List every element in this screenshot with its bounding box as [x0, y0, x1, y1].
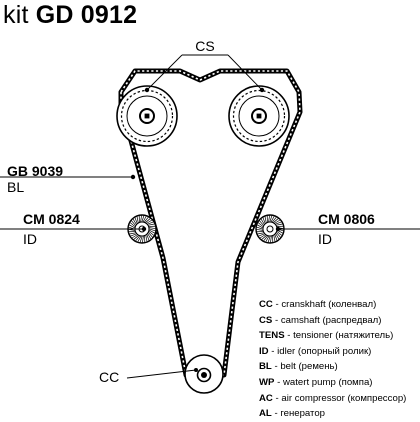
legend-code: WP	[259, 377, 274, 388]
legend-text: - watert pump (помпа)	[274, 377, 372, 388]
legend-code: CC	[259, 299, 273, 310]
idler-right-part-number: CM 0806	[318, 211, 375, 227]
legend-text: - air compressor (компрессор)	[273, 393, 407, 404]
legend-code: ID	[259, 346, 269, 357]
idler-right-type-label: ID	[318, 231, 332, 247]
camshaft-pulley-right	[229, 86, 289, 146]
legend-text: - belt (ремень)	[272, 361, 338, 372]
belt-callout: GB 9039 BL	[0, 163, 135, 195]
idler-right-callout: CM 0806 ID	[276, 211, 420, 247]
crankshaft-label: CC	[99, 369, 119, 385]
legend-row: ID - idler (опорный ролик)	[259, 344, 420, 360]
crankshaft-pulley	[185, 355, 223, 393]
legend-code: AC	[259, 393, 273, 404]
camshaft-pulley-left	[117, 86, 177, 146]
legend-row: CC - cranskhaft (коленвал)	[259, 297, 420, 313]
legend-row: AL - генератор	[259, 406, 420, 422]
idler-left-callout: CM 0824 ID	[0, 211, 146, 247]
camshaft-label: CS	[195, 38, 214, 54]
legend-row: AC - air compressor (компрессор)	[259, 391, 420, 407]
legend-row: WP - watert pump (помпа)	[259, 375, 420, 391]
belt-type-label: BL	[7, 179, 24, 195]
legend-text: - camshaft (распредвал)	[272, 315, 381, 326]
idler-left-part-number: CM 0824	[23, 211, 80, 227]
legend-code: TENS	[259, 330, 285, 341]
legend: CC - cranskhaft (коленвал) CS - camshaft…	[259, 297, 420, 422]
idler-left-type-label: ID	[23, 231, 37, 247]
legend-text: - idler (опорный ролик)	[269, 346, 372, 357]
legend-text: - tensioner (натяжитель)	[285, 330, 394, 341]
legend-text: - cranskhaft (коленвал)	[273, 299, 376, 310]
legend-code: CS	[259, 315, 272, 326]
legend-row: BL - belt (ремень)	[259, 359, 420, 375]
legend-row: TENS - tensioner (натяжитель)	[259, 328, 420, 344]
legend-row: CS - camshaft (распредвал)	[259, 313, 420, 329]
crankshaft-callout: CC	[99, 369, 196, 385]
legend-code: AL	[259, 408, 272, 419]
camshaft-callout: CS	[145, 38, 264, 92]
legend-text: - генератор	[272, 408, 325, 419]
legend-code: BL	[259, 361, 272, 372]
